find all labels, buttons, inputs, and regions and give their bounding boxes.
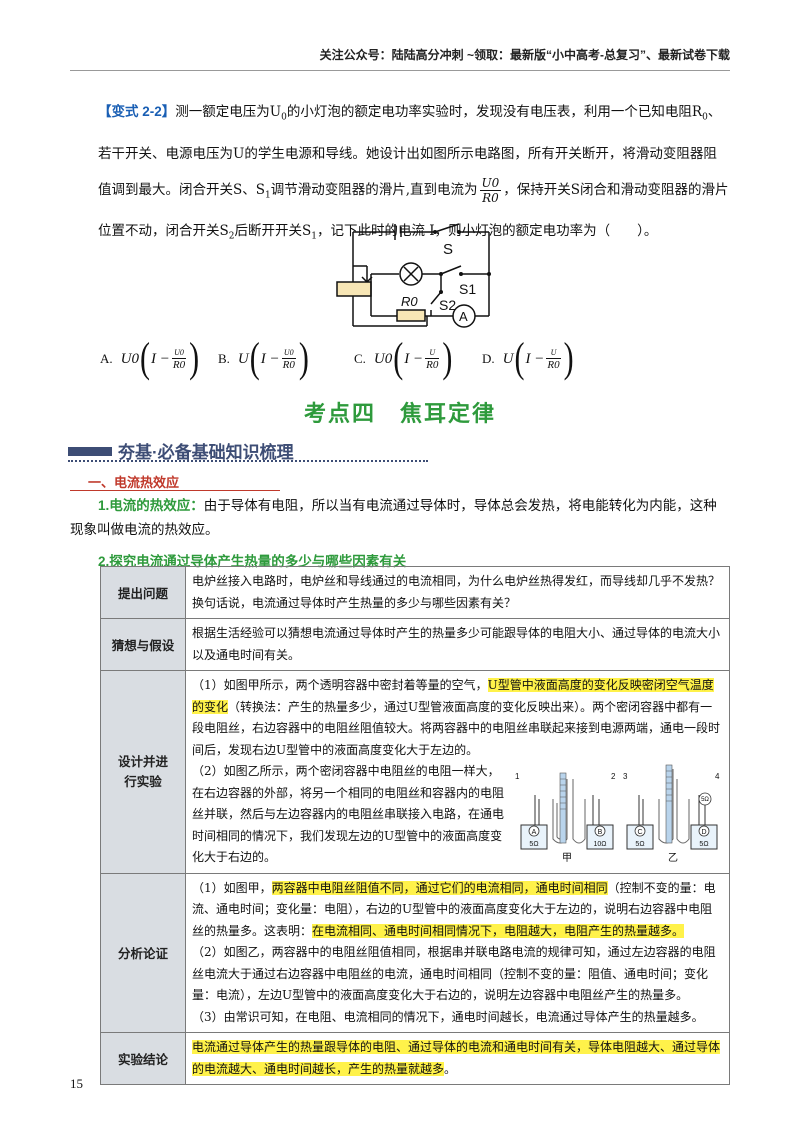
label-s: S (443, 241, 453, 258)
svg-text:5Ω: 5Ω (635, 841, 644, 848)
row-content: 电流通过导体产生的热量跟导体的电阻、通过导体的电流和通电时间有关，导体电阻越大、… (185, 1032, 730, 1085)
problem-tag: 【变式 2-2】 (98, 104, 176, 119)
experiment-table: 提出问题 电炉丝接入电路时，电炉丝和导线通过的电流相同，为什么电炉丝热得发红，而… (100, 566, 730, 1085)
table-row: 猜想与假设 根据生活经验可以猜想电流通过导体时产生的热量多少可能跟导体的电阻大小… (100, 618, 730, 671)
label-s2: S2 (439, 297, 456, 313)
circuit-diagram: S S1 S2 R0 A (336, 223, 491, 328)
svg-text:C: C (637, 829, 642, 836)
row-label: 猜想与假设 (100, 618, 186, 671)
svg-text:1: 1 (515, 772, 520, 781)
row-content: （1）如图甲，两容器中电阻丝阻值不同，通过它们的电流相同，通电时间相同（控制不变… (185, 872, 730, 1033)
banner-bar (68, 447, 112, 456)
svg-text:5Ω: 5Ω (701, 797, 709, 803)
svg-text:乙: 乙 (668, 852, 678, 864)
joule-experiment-figure: 1 2 3 4 (515, 764, 720, 864)
page-header: 关注公众号：陆陆高分冲刺 ~领取：最新版“小中高考-总复习”、最新试卷下载 (319, 48, 730, 62)
svg-text:甲: 甲 (562, 853, 572, 864)
label-r0: R0 (401, 294, 418, 309)
row-label: 实验结论 (100, 1032, 186, 1085)
section-banner: 夯基·必备基础知识梳理 (68, 436, 428, 464)
svg-text:D: D (701, 829, 706, 836)
svg-text:4: 4 (715, 772, 720, 781)
svg-text:5Ω: 5Ω (529, 841, 538, 848)
subsection-rule (70, 490, 280, 491)
row-label: 提出问题 (100, 566, 186, 619)
table-row: 设计并进行实验 （1）如图甲所示，两个透明容器中密封着等量的空气，U型管中液面高… (100, 670, 730, 874)
heat-effect-definition: 1.电流的热效应：由于导体有电阻，所以当有电流通过导体时，导体总会发热，将电能转… (70, 498, 717, 538)
table-row: 提出问题 电炉丝接入电路时，电炉丝和导线通过的电流相同，为什么电炉丝热得发红，而… (100, 566, 730, 619)
row-content: （1）如图甲所示，两个透明容器中密封着等量的空气，U型管中液面高度的变化反映密闭… (185, 670, 730, 874)
highlight: 两容器中电阻丝阻值不同，通过它们的电流相同，通电时间相同 (271, 880, 608, 895)
page-number: 15 (70, 1076, 83, 1091)
row-content: 根据生活经验可以猜想电流通过导体时产生的热量多少可能跟导体的电阻大小、通过导体的… (185, 618, 730, 671)
subsection-heading: 一、电流热效应 (88, 475, 180, 490)
svg-text:A: A (532, 829, 537, 836)
section-title: 考点四 焦耳定律 (303, 401, 496, 426)
svg-text:5Ω: 5Ω (699, 841, 708, 848)
header-divider (70, 70, 730, 71)
banner-rule (68, 460, 428, 462)
svg-text:3: 3 (623, 772, 628, 781)
table-row: 分析论证 （1）如图甲，两容器中电阻丝阻值不同，通过它们的电流相同，通电时间相同… (100, 872, 730, 1033)
svg-text:2: 2 (611, 772, 616, 781)
svg-text:B: B (598, 829, 603, 836)
highlight: 在电流相同、通电时间相同情况下，电阻越大，电阻产生的热量越多。 (312, 923, 685, 938)
experiment-heading: 2.探究电流通过导体产生热量的多少与哪些因素有关 (98, 554, 407, 569)
row-label: 设计并进行实验 (100, 670, 186, 874)
problem-text: 【变式 2-2】测一额定电压为U0的小灯泡的额定电功率实验时，发现没有电压表，利… (98, 104, 729, 243)
row-content: 电炉丝接入电路时，电炉丝和导线通过的电流相同，为什么电炉丝热得发红，而导线却几乎… (185, 566, 730, 619)
banner-text: 夯基·必备基础知识梳理 (118, 443, 294, 462)
svg-text:10Ω: 10Ω (593, 841, 606, 848)
row-label: 分析论证 (100, 872, 186, 1033)
label-s1: S1 (459, 281, 476, 297)
ammeter-label: A (459, 309, 468, 324)
table-row: 实验结论 电流通过导体产生的热量跟导体的电阻、通过导体的电流和通电时间有关，导体… (100, 1032, 730, 1085)
